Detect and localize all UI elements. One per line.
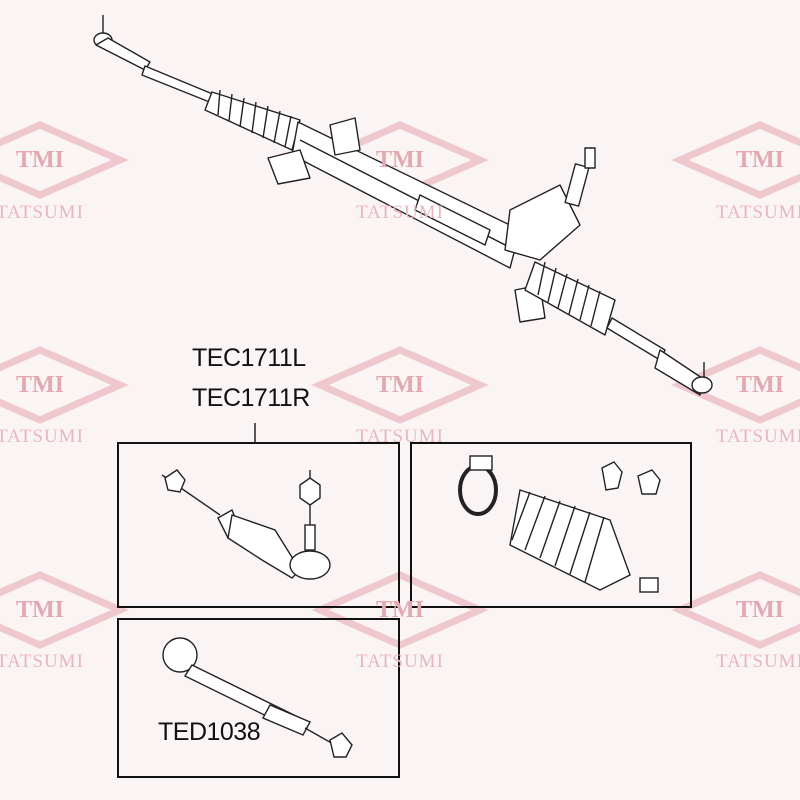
- boot-kit-box: [410, 442, 692, 608]
- castle-nut: [299, 477, 321, 506]
- part-label-tec1711l: TEC1711L: [192, 344, 306, 372]
- inner-tie-rod-box: [117, 618, 400, 778]
- inner-tie-rod-detail: [162, 637, 353, 758]
- jam-nut: [329, 732, 353, 758]
- tmi-diamond: [311, 346, 489, 424]
- part-label-ted1038: TED1038: [158, 718, 261, 746]
- rack-housing: [267, 117, 521, 269]
- right-tie-rod-end: [606, 317, 713, 396]
- left-boot: [204, 89, 301, 151]
- tmi-diamond: [0, 121, 129, 199]
- boot-kit-detail: [458, 455, 661, 593]
- lock-nut: [164, 469, 186, 493]
- small-clamp: [639, 577, 659, 593]
- left-tie-rod-end: [93, 15, 216, 104]
- tmi-diamond: [311, 571, 489, 649]
- tmi-diamond: [671, 571, 800, 649]
- tie-rod-end-detail: [161, 469, 331, 580]
- tmi-diamond: [671, 346, 800, 424]
- part-label-tec1711r: TEC1711R: [192, 384, 310, 412]
- tmi-diamond: [671, 121, 800, 199]
- tie-rod-end-box: [117, 442, 400, 608]
- tmi-diamond: [0, 571, 129, 649]
- right-boot: [524, 261, 616, 336]
- boot: [509, 489, 631, 591]
- tmi-diamond: [0, 346, 129, 424]
